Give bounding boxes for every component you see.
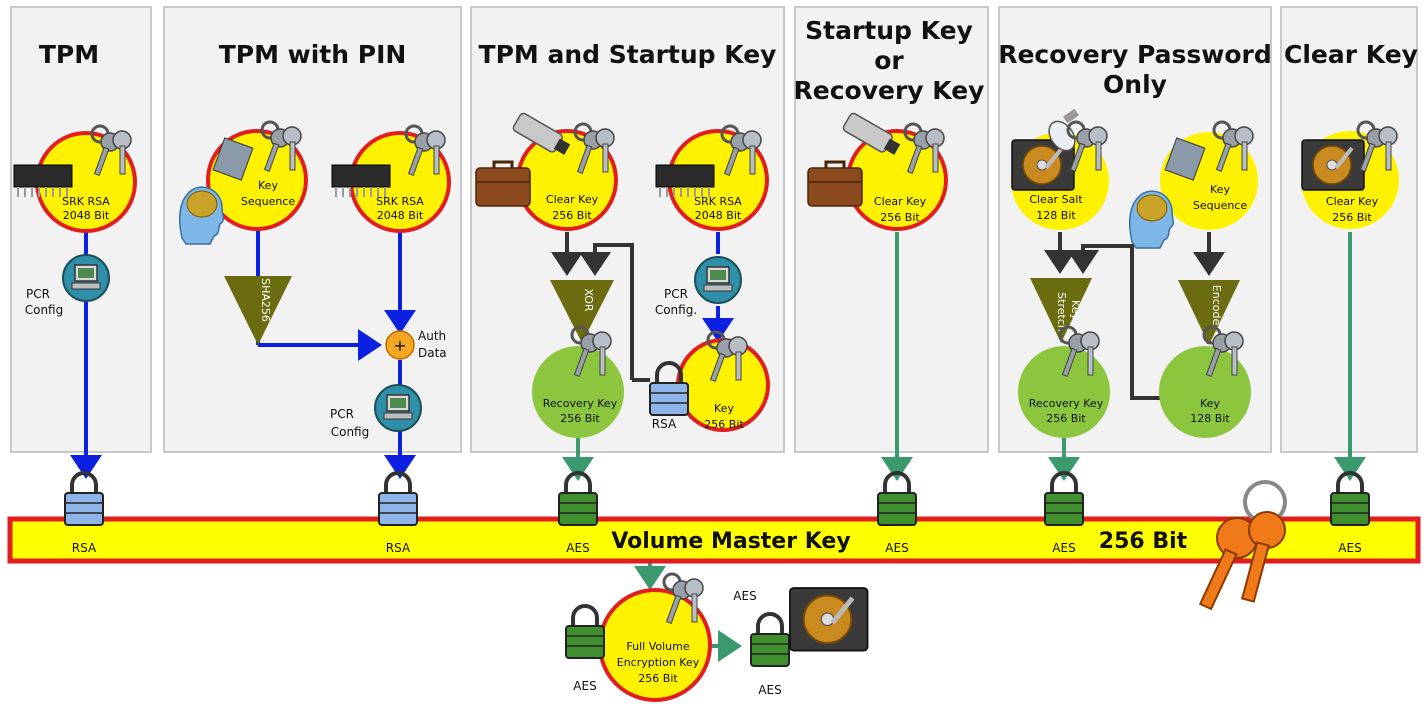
svg-text:Sequence: Sequence — [241, 195, 295, 208]
svg-text:Auth: Auth — [418, 329, 446, 343]
svg-text:PCR: PCR — [664, 287, 688, 301]
svg-text:256 Bit: 256 Bit — [880, 211, 920, 224]
title-startup-recovery: Startup Key or Recovery Key — [793, 16, 985, 105]
computer-icon — [694, 256, 742, 304]
vmk-label: Volume Master Key — [611, 529, 850, 554]
lock-icon — [1043, 471, 1085, 527]
svg-text:Encryption Key: Encryption Key — [617, 656, 700, 669]
svg-text:Sequence: Sequence — [1193, 199, 1247, 212]
title-recovery-password: Recovery Password Only — [998, 40, 1272, 99]
flow-line — [579, 243, 634, 380]
keypad-icon — [1164, 137, 1206, 181]
vmk-bits-label: 256 Bit — [1099, 529, 1188, 554]
svg-text:2048 Bit: 2048 Bit — [695, 209, 742, 222]
svg-text:Config: Config — [25, 303, 64, 317]
volume-master-key-bar — [7, 516, 1421, 564]
svg-text:Full Volume: Full Volume — [626, 640, 689, 653]
svg-text:Key: Key — [258, 179, 278, 192]
svg-text:Clear Salt: Clear Salt — [1029, 193, 1083, 206]
title-tpm-pin: TPM with PIN — [218, 40, 407, 69]
rsa-label: RSA — [386, 541, 411, 555]
head-icon — [178, 186, 225, 245]
lock-icon — [63, 471, 105, 527]
svg-text:Key: Key — [1200, 397, 1220, 410]
lock-icon — [648, 361, 690, 417]
svg-text:2048 Bit: 2048 Bit — [63, 209, 110, 222]
sha256-triangle — [224, 276, 292, 345]
svg-text:AES: AES — [733, 589, 756, 603]
svg-text:Config: Config — [331, 425, 370, 439]
svg-text:Stretch: Stretch — [1055, 292, 1068, 332]
svg-text:SRK RSA: SRK RSA — [62, 195, 110, 208]
lock-icon — [557, 471, 599, 527]
aes-label: AES — [1052, 541, 1075, 555]
svg-text:Recovery Key: Recovery Key — [543, 397, 618, 410]
svg-text:SRK RSA: SRK RSA — [694, 195, 742, 208]
key-stretch-triangle — [1030, 278, 1092, 343]
svg-text:Recovery Key: Recovery Key — [1029, 397, 1104, 410]
svg-text:AES: AES — [573, 679, 596, 693]
briefcase-icon — [806, 160, 864, 208]
lock-icon — [749, 612, 791, 668]
xor-triangle — [550, 280, 614, 343]
lock-icon — [564, 604, 606, 660]
hard-drive-icon — [1300, 138, 1366, 192]
svg-text:Clear Key: Clear Key — [1326, 195, 1379, 208]
encode-triangle — [1178, 280, 1240, 345]
svg-text:+: + — [393, 336, 406, 355]
svg-text:Config.: Config. — [655, 303, 697, 317]
svg-text:2048 Bit: 2048 Bit — [377, 209, 424, 222]
lock-icon — [377, 471, 419, 527]
svg-text:256 Bit: 256 Bit — [552, 209, 592, 222]
svg-text:256 Bit: 256 Bit — [638, 672, 678, 685]
keypad-icon — [212, 137, 254, 181]
svg-text:PCR: PCR — [26, 287, 50, 301]
rsa-label: RSA — [72, 541, 97, 555]
computer-icon — [62, 254, 110, 302]
svg-text:Key: Key — [1210, 183, 1230, 196]
svg-text:128 Bit: 128 Bit — [1190, 412, 1230, 425]
auth-data-plus — [385, 330, 415, 360]
hard-drive-icon — [790, 588, 868, 651]
svg-text:256 Bit: 256 Bit — [704, 418, 744, 431]
svg-text:256 Bit: 256 Bit — [1332, 211, 1372, 224]
svg-text:SHA256: SHA256 — [259, 278, 272, 322]
svg-text:256 Bit: 256 Bit — [1046, 412, 1086, 425]
title-tpm: TPM — [38, 40, 100, 69]
recovery-key-circle — [1018, 346, 1110, 438]
lock-icon — [876, 471, 918, 527]
svg-text:Encode: Encode — [1210, 285, 1223, 326]
key-icon — [1198, 480, 1287, 611]
head-icon — [1128, 190, 1175, 249]
aes-label: AES — [1338, 541, 1361, 555]
title-clear-key: Clear Key — [1284, 40, 1418, 69]
flow-line — [1067, 244, 1160, 400]
briefcase-icon — [474, 160, 532, 208]
svg-text:256 Bit: 256 Bit — [560, 412, 600, 425]
svg-text:128 Bit: 128 Bit — [1036, 209, 1076, 222]
svg-text:AES: AES — [758, 683, 781, 697]
aes-label: AES — [566, 541, 589, 555]
title-tpm-startup: TPM and Startup Key — [478, 40, 777, 69]
key-128-circle — [1159, 346, 1251, 438]
svg-text:RSA: RSA — [652, 417, 677, 431]
svg-text:XOR: XOR — [582, 288, 595, 311]
svg-text:Data: Data — [418, 346, 447, 360]
svg-text:PCR: PCR — [330, 407, 354, 421]
aes-label: AES — [885, 541, 908, 555]
svg-text:Clear Key: Clear Key — [874, 195, 927, 208]
svg-text:Clear Key: Clear Key — [546, 193, 599, 206]
computer-icon — [374, 384, 422, 432]
svg-text:Key: Key — [714, 402, 734, 415]
svg-text:SRK RSA: SRK RSA — [376, 195, 424, 208]
svg-text:Key: Key — [1069, 300, 1082, 320]
lock-icon — [1329, 471, 1371, 527]
